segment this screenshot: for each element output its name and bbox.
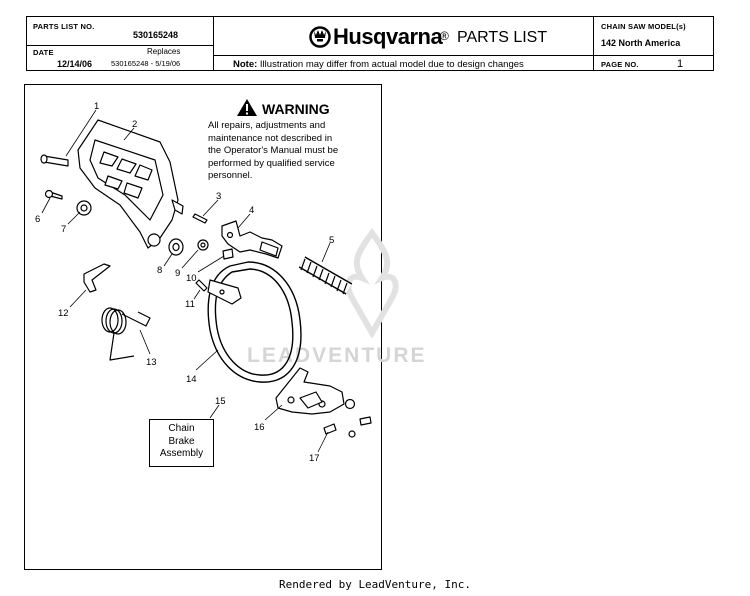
- parts-list-no-label: PARTS LIST NO.: [33, 22, 95, 31]
- chain-brake-assembly-box: Chain Brake Assembly: [149, 419, 214, 467]
- callout-11: 11: [185, 299, 195, 310]
- brake-handle-part: [77, 119, 184, 249]
- leader-lines: [41, 109, 331, 453]
- page-no-label: PAGE NO.: [601, 60, 639, 69]
- assembly-line: Assembly: [159, 448, 204, 459]
- parts-list-header: PARTS LIST NO. 530165248 DATE 12/14/06 R…: [26, 16, 714, 71]
- screws-part: [323, 416, 372, 438]
- registered-mark: ®: [440, 29, 449, 43]
- callout-12: 12: [58, 308, 69, 319]
- footer-credit: Rendered by LeadVenture, Inc.: [278, 578, 472, 591]
- model-value: 142 North America: [601, 38, 681, 48]
- callout-1: 1: [94, 101, 99, 112]
- spring-clip-part: [83, 263, 111, 293]
- callout-15: 15: [215, 396, 226, 407]
- date-value: 12/14/06: [57, 59, 93, 69]
- callout-3: 3: [216, 191, 221, 202]
- parts-diagram-frame: [24, 84, 382, 570]
- callout-8: 8: [157, 265, 162, 276]
- warning-line: personnel.: [208, 170, 253, 181]
- callout-4: 4: [249, 205, 254, 216]
- replaces-value: 530165248 - 5/19/06: [111, 59, 181, 68]
- knob-nut-part: [76, 200, 92, 216]
- callout-14: 14: [186, 374, 197, 385]
- date-label: DATE: [33, 48, 54, 57]
- callout-numbers: 1 2 3 4 5 6 7 8 9 10 11 12 13 14 15 16 1…: [35, 101, 334, 464]
- parts-list-no: 530165248: [133, 30, 179, 40]
- callout-10: 10: [186, 273, 197, 284]
- callout-9: 9: [175, 268, 180, 279]
- husqvarna-crown-logo: [309, 25, 331, 49]
- callout-16: 16: [254, 422, 265, 433]
- torsion-spring-part: [101, 307, 151, 361]
- callout-2: 2: [132, 119, 137, 130]
- warning-title: WARNING: [262, 101, 330, 117]
- note-line: Note: Illustration may differ from actua…: [233, 59, 524, 70]
- brake-band-part: [207, 261, 302, 383]
- small-pin-part: [192, 213, 208, 224]
- callout-6: 6: [35, 214, 40, 225]
- callout-17: 17: [309, 453, 320, 464]
- note-label: Note:: [233, 59, 258, 70]
- warning-text: All repairs, adjustments and maintenance…: [208, 120, 342, 183]
- watermark-flame-logo: [332, 227, 412, 343]
- lever-part: [221, 220, 283, 259]
- screw-part: [44, 189, 63, 200]
- nut-part: [197, 239, 209, 251]
- brand-name: Husqvarna: [333, 24, 443, 49]
- roll-pin-part: [195, 279, 208, 292]
- replaces-label: Replaces: [147, 47, 181, 56]
- model-label: CHAIN SAW MODEL(s): [601, 22, 686, 31]
- note-text: Illustration may differ from actual mode…: [259, 59, 524, 70]
- warning-icon: [236, 98, 258, 122]
- callout-5: 5: [329, 235, 334, 246]
- callout-13: 13: [146, 357, 157, 368]
- warning-line: performed by qualified service: [208, 157, 335, 169]
- pivot-stud-part: [222, 248, 234, 260]
- assembly-line: Brake: [168, 435, 195, 447]
- warning-line: maintenance not described in: [208, 132, 333, 144]
- washer-part: [168, 238, 184, 256]
- page-title: PARTS LIST: [457, 29, 548, 46]
- warning-line: the Operator's Manual must be: [208, 145, 339, 156]
- coil-spring-part: [298, 256, 353, 295]
- assembly-line: Chain: [168, 423, 195, 434]
- warning-line: All repairs, adjustments and: [208, 120, 326, 131]
- pin-part: [40, 154, 69, 167]
- page-no-value: 1: [677, 58, 684, 70]
- brake-plate-part: [275, 367, 356, 415]
- callout-7: 7: [61, 224, 66, 235]
